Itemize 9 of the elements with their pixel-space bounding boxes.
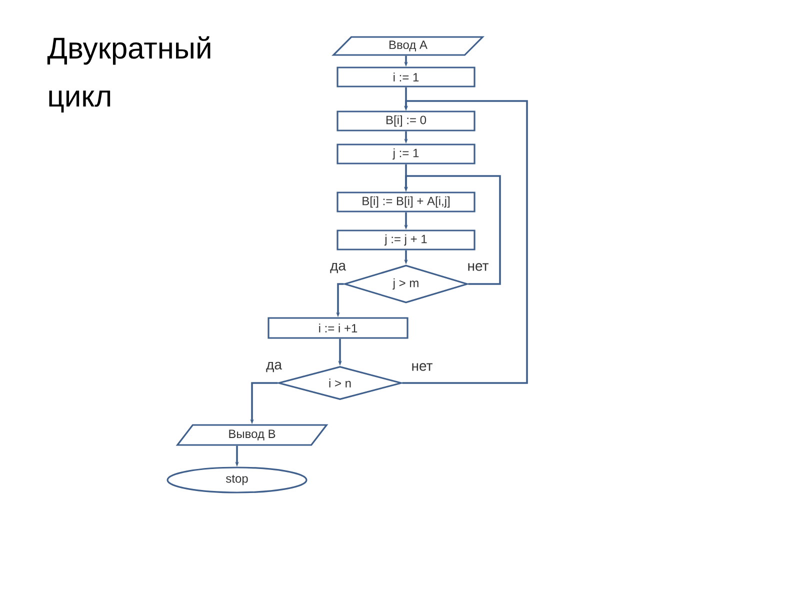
edge-label: нет	[410, 362, 434, 372]
process-box: j := j + 1	[336, 230, 476, 250]
process-box: B[i] := 0	[336, 110, 476, 132]
process-box: i := i +1	[268, 317, 408, 339]
arrow	[402, 100, 528, 384]
title: Двукратный цикл	[47, 36, 210, 112]
process-box: i := 1	[336, 66, 476, 88]
process-box: B[i] := B[i] + A[i,j]	[336, 192, 476, 212]
process-box: j := 1	[336, 144, 476, 164]
